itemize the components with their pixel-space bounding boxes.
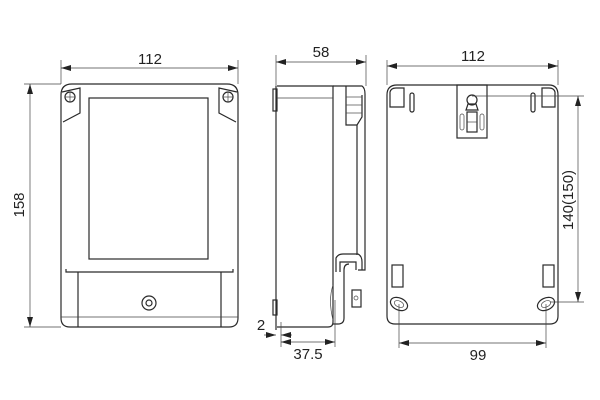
back-view: 112 140(150) 99 bbox=[386, 48, 584, 364]
keyhole-icon bbox=[465, 94, 479, 111]
dim-side-wall: 2 bbox=[257, 317, 265, 334]
seal-knob-icon bbox=[141, 295, 157, 311]
dim-side-depth: 58 bbox=[313, 44, 330, 61]
dim-front-height: 158 bbox=[11, 192, 28, 217]
dim-front-width: 112 bbox=[138, 51, 162, 68]
dim-mount-height: 140(150) bbox=[560, 170, 577, 230]
mounting-bracket bbox=[456, 84, 488, 139]
display-window bbox=[88, 97, 209, 260]
dim-back-width: 112 bbox=[461, 48, 485, 65]
screw-icon bbox=[64, 91, 76, 103]
screw-icon bbox=[222, 91, 234, 103]
dim-side-offset: 37.5 bbox=[293, 346, 322, 363]
dim-mount-spacing: 99 bbox=[470, 347, 487, 364]
side-view: 58 2 37.5 bbox=[257, 44, 367, 363]
mounting-hole-icon bbox=[389, 296, 409, 312]
front-view: 112 158 bbox=[11, 51, 239, 328]
